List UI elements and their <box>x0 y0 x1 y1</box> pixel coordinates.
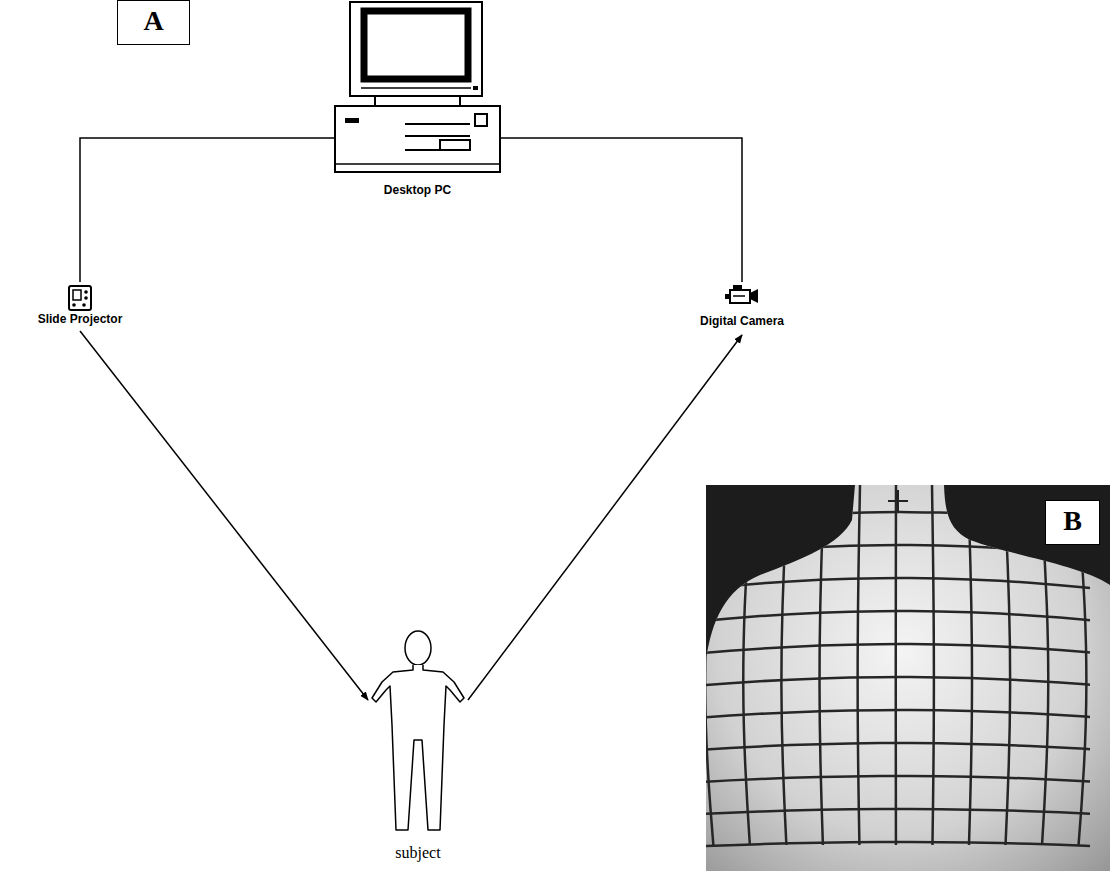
connector-line <box>80 138 335 282</box>
grid-line <box>700 776 1090 782</box>
icon-part <box>361 87 471 89</box>
grid-line <box>700 611 1090 621</box>
connector-line <box>500 138 742 282</box>
icon-part <box>750 289 758 303</box>
icon-part <box>375 96 460 106</box>
node-label: Slide Projector <box>20 313 140 327</box>
node-label: Desktop PC <box>335 184 500 198</box>
grid-line <box>700 710 1090 718</box>
grid-line <box>700 644 1090 653</box>
projector-node: Slide Projector <box>20 282 140 328</box>
node-label: B <box>1046 505 1099 537</box>
icon-part <box>405 631 431 665</box>
camera-node: Digital Camera <box>682 282 802 332</box>
grid-line <box>705 485 716 845</box>
grid-line <box>895 485 898 845</box>
icon-part <box>405 149 470 151</box>
grid-line <box>1004 485 1010 845</box>
icon-part <box>473 86 478 90</box>
grid-line <box>700 512 1090 525</box>
subject-node: subject <box>368 630 468 868</box>
icon-part <box>733 295 745 297</box>
grid-line <box>858 485 860 845</box>
icon-part <box>350 2 482 96</box>
icon-part <box>475 114 487 126</box>
neck-mark <box>888 490 908 512</box>
icon-part <box>84 290 88 294</box>
projected-grid <box>700 485 1090 871</box>
grid-line <box>700 743 1090 750</box>
icon-part <box>364 11 468 79</box>
connector-line <box>80 331 368 700</box>
grid-line <box>700 842 1090 846</box>
node-icon <box>335 0 500 205</box>
panel-label: B <box>1045 500 1100 545</box>
connector-line <box>468 335 742 700</box>
icon-part <box>69 286 91 310</box>
icon-part <box>84 296 88 300</box>
grid-line <box>700 578 1090 589</box>
computer-node: Desktop PC <box>335 0 500 205</box>
icon-part <box>440 140 470 150</box>
icon-part <box>335 163 500 165</box>
icon-part <box>82 303 86 307</box>
node-label: Digital Camera <box>682 315 802 329</box>
icon-part <box>730 290 750 303</box>
grid-line <box>700 545 1090 557</box>
icon-part <box>72 303 76 307</box>
icon-part <box>733 285 742 290</box>
node-icon <box>368 630 468 868</box>
node-label: A <box>118 5 189 37</box>
grid-line <box>700 809 1090 814</box>
node-label: subject <box>368 844 468 862</box>
icon-part <box>372 665 464 830</box>
icon-part <box>345 118 359 123</box>
grid-line <box>700 677 1090 685</box>
grid-line <box>820 485 824 845</box>
icon-part <box>405 123 470 125</box>
grid-line <box>932 485 934 845</box>
grid-line <box>743 485 752 845</box>
grid-line <box>781 485 788 845</box>
grid-line <box>968 485 972 845</box>
panel-label: A <box>117 0 190 45</box>
icon-part <box>73 290 81 300</box>
icon-part <box>725 294 730 299</box>
icon-part <box>335 106 500 172</box>
icon-part <box>405 135 470 137</box>
